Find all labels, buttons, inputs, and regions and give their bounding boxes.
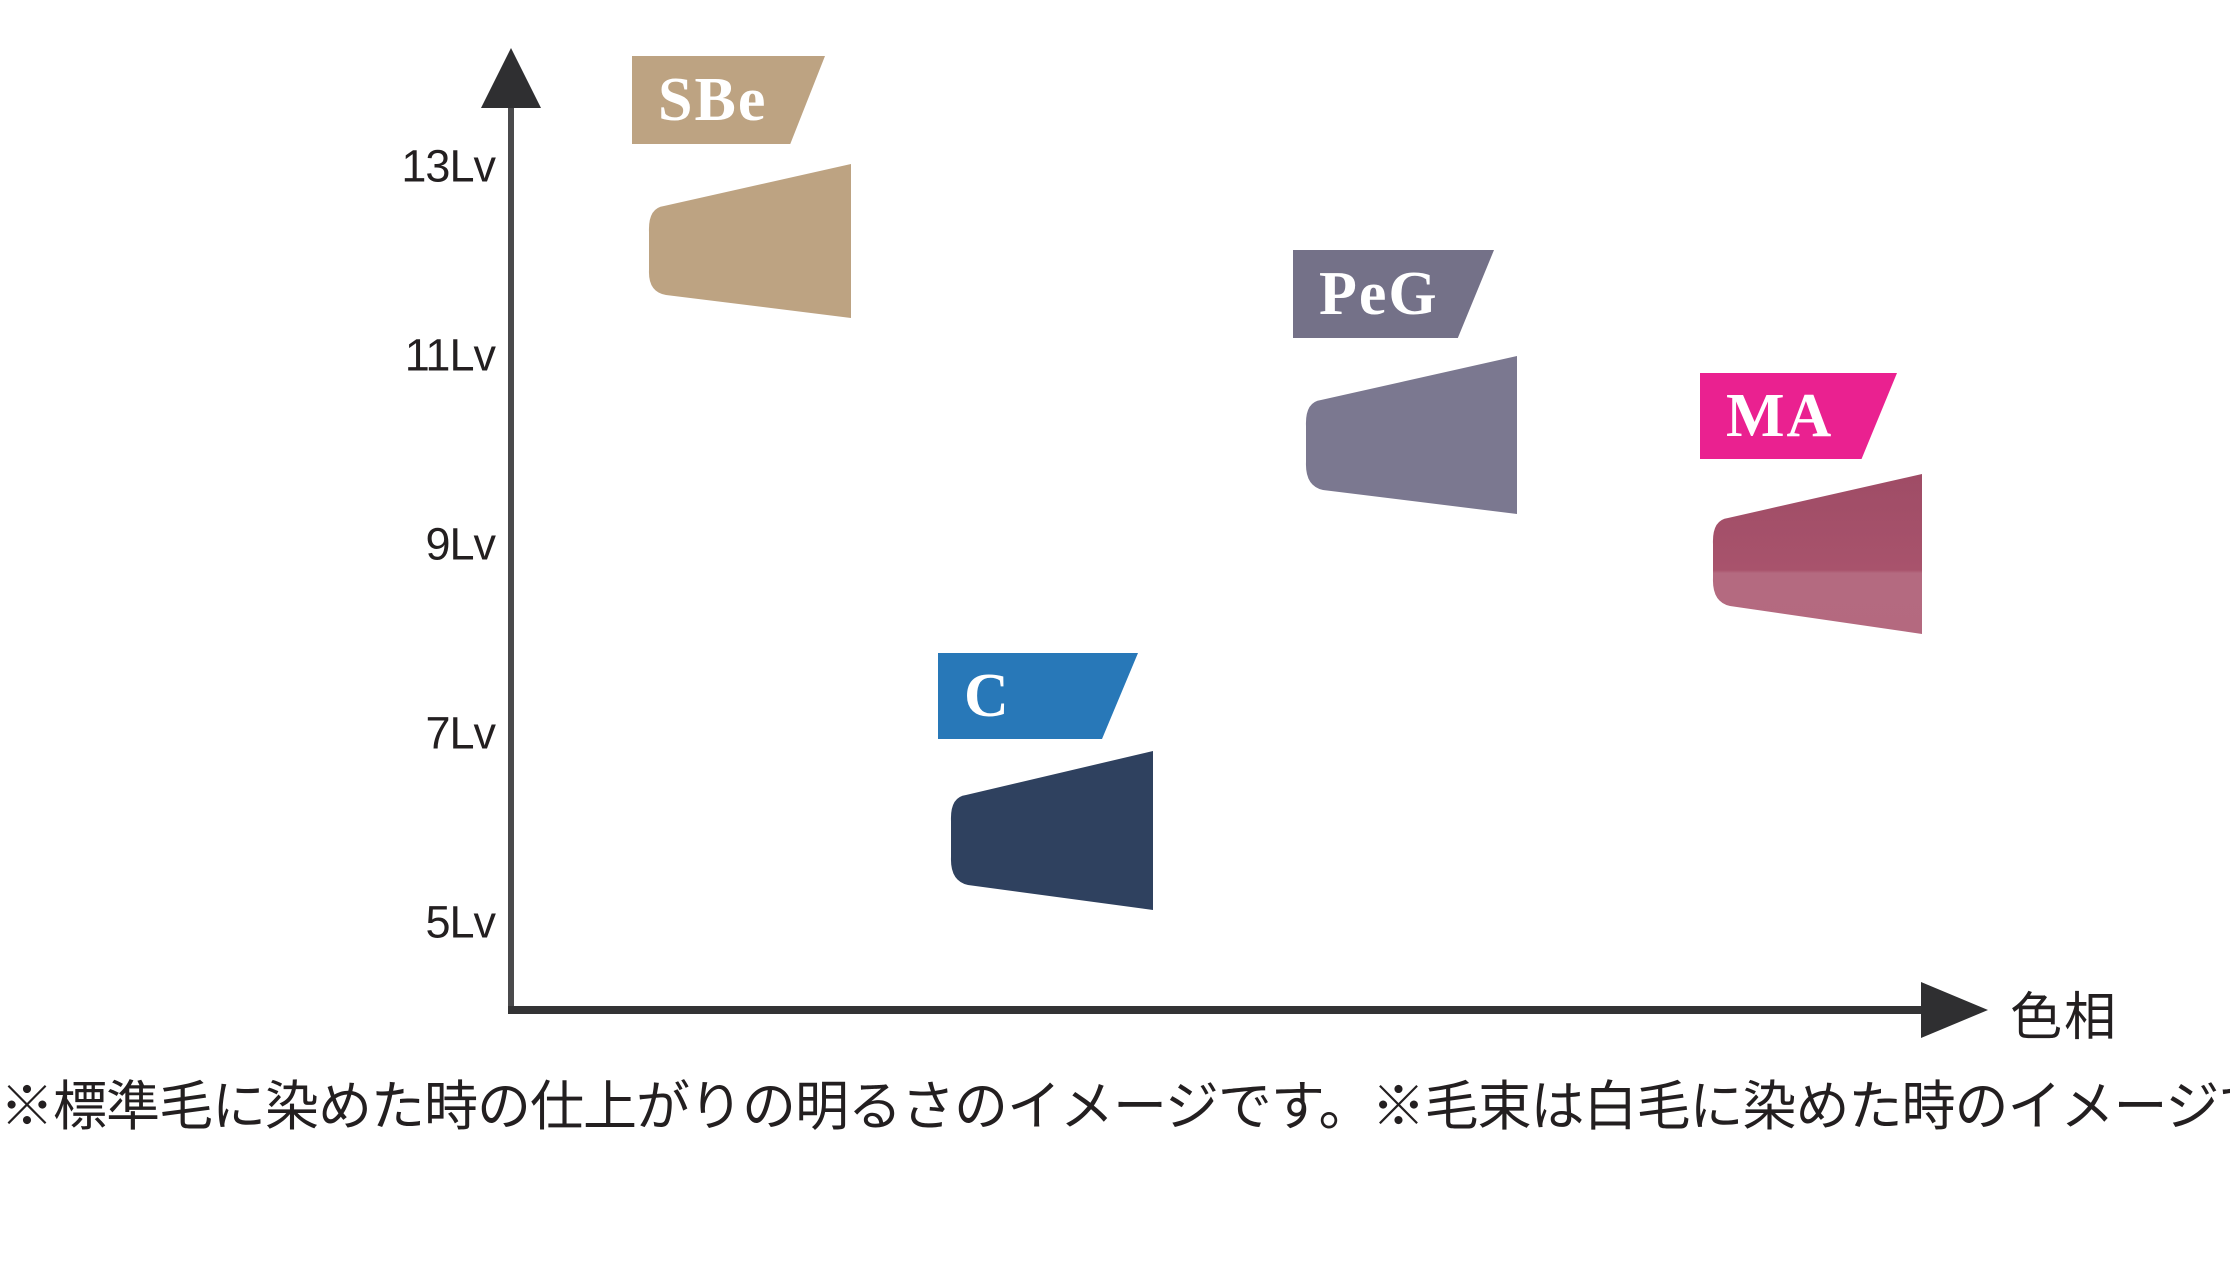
series-label-peg: PeG [1293,250,1494,338]
swatch-shape-c [950,751,1153,910]
y-tick-5lv: 5Lv [425,896,496,948]
y-tick-13lv: 13Lv [401,140,496,192]
swatch-shape-sbe [648,164,851,318]
y-axis-tick-labels: 13Lv 11Lv 9Lv 7Lv 5Lv [365,0,496,1271]
chart-footnote: ※標準毛に染めた時の仕上がりの明るさのイメージです。※毛束は白毛に染めた時のイメ… [0,1077,2230,1137]
series-swatch-sbe [636,158,851,318]
y-tick-11lv: 11Lv [404,329,496,381]
series-label-sbe: SBe [632,56,825,144]
y-tick-7lv: 7Lv [425,707,496,759]
swatch-shape-peg [1305,356,1517,514]
series-swatch-c [938,745,1153,910]
x-axis-arrow-icon [1921,982,1988,1038]
x-axis-label: 色相 [2010,989,2119,1047]
swatch-shape-ma [1712,474,1922,634]
series-label-ma: MA [1700,373,1897,459]
series-label-c: C [938,653,1138,739]
series-swatch-peg [1293,350,1517,514]
series-swatch-ma [1700,468,1922,634]
y-tick-9lv: 9Lv [425,518,496,570]
